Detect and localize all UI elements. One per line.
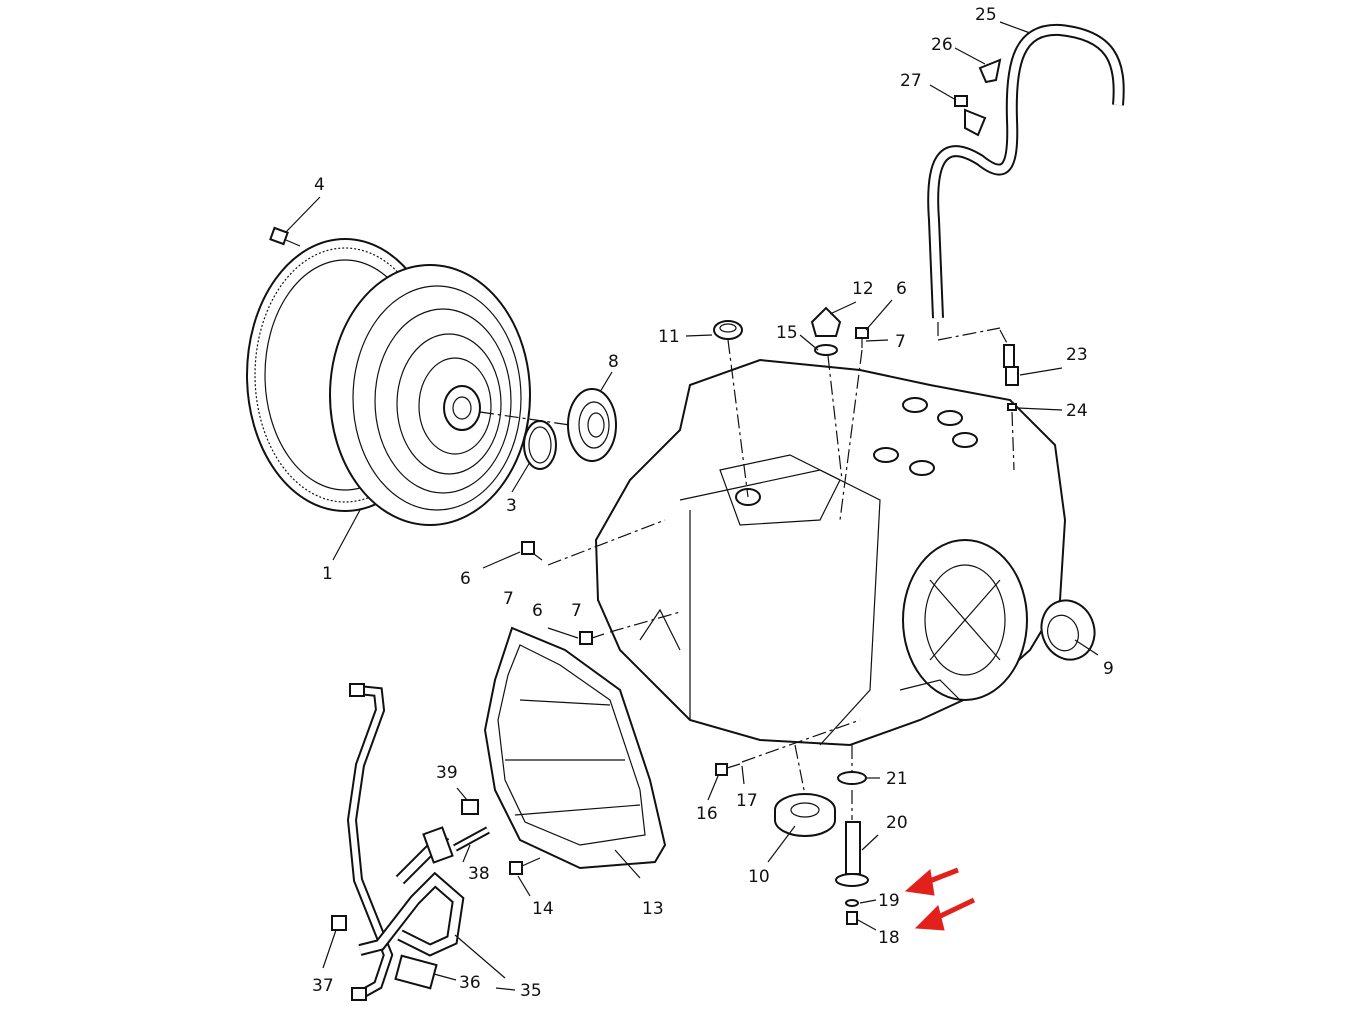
callout-10: 10	[748, 867, 770, 887]
drain-plug-18	[846, 911, 858, 925]
callout-7: 7	[895, 332, 906, 352]
bolt-6-left	[521, 541, 543, 561]
hose-clip-26	[978, 58, 1002, 84]
callout-6: 6	[460, 569, 471, 589]
callout-27: 27	[900, 71, 922, 91]
callout-3: 3	[506, 496, 517, 516]
callout-6: 6	[896, 279, 907, 299]
o-ring-seal	[523, 420, 557, 470]
callout-18: 18	[878, 928, 900, 948]
callout-8: 8	[608, 352, 619, 372]
callout-16: 16	[696, 804, 718, 824]
callout-6: 6	[532, 601, 543, 621]
callout-23: 23	[1066, 345, 1088, 365]
callout-15: 15	[776, 323, 798, 343]
washer-19	[845, 899, 859, 907]
fitting-23	[1003, 344, 1019, 386]
highlight-arrow-18	[914, 897, 976, 931]
bolt-6-pan	[579, 631, 605, 645]
cooler-lines	[346, 683, 465, 1001]
callout-36: 36	[459, 973, 481, 993]
torque-converter	[246, 238, 531, 526]
callout-26: 26	[931, 35, 953, 55]
dipstick-tube-20	[835, 821, 869, 887]
seal-24	[1007, 403, 1017, 411]
vent-hose	[927, 23, 1125, 319]
callout-20: 20	[886, 813, 908, 833]
callout-35: 35	[520, 981, 542, 1001]
plug-11	[713, 320, 743, 340]
callout-25: 25	[975, 5, 997, 25]
nut-37	[331, 915, 347, 931]
callout-9: 9	[1103, 659, 1114, 679]
filter-10	[774, 793, 836, 837]
callout-39: 39	[436, 763, 458, 783]
vent-plug-12	[810, 306, 842, 337]
stud-38	[453, 826, 490, 852]
callout-19: 19	[878, 891, 900, 911]
callout-labels: 1 3 4 6 6 6 7 7 7 8 9 10 11 12 13 14 15 …	[312, 5, 1114, 1001]
callout-38: 38	[468, 864, 490, 884]
callout-13: 13	[642, 899, 664, 919]
bolt-16	[715, 763, 741, 776]
callout-4: 4	[314, 175, 325, 195]
callout-21: 21	[886, 769, 908, 789]
highlight-arrow-19	[904, 867, 959, 896]
nut-39	[461, 799, 479, 815]
callout-12: 12	[852, 279, 874, 299]
callout-37: 37	[312, 976, 334, 996]
callout-11: 11	[658, 327, 680, 347]
oil-pan	[483, 626, 667, 870]
bolt-14	[509, 857, 541, 875]
bolt-6-top	[855, 327, 869, 348]
o-ring-15	[814, 344, 838, 356]
leader-lines	[285, 21, 1099, 991]
callout-7: 7	[503, 589, 514, 609]
input-shaft-seal	[567, 388, 617, 462]
bracket-36	[394, 954, 438, 990]
callout-7: 7	[571, 601, 582, 621]
callout-24: 24	[1066, 401, 1088, 421]
connector-27	[954, 95, 987, 137]
seal-21	[837, 771, 867, 785]
callout-14: 14	[532, 899, 554, 919]
transmission-housing	[594, 358, 1067, 747]
flexplate-bolt	[269, 226, 301, 247]
callout-17: 17	[736, 791, 758, 811]
callout-1: 1	[322, 564, 333, 584]
